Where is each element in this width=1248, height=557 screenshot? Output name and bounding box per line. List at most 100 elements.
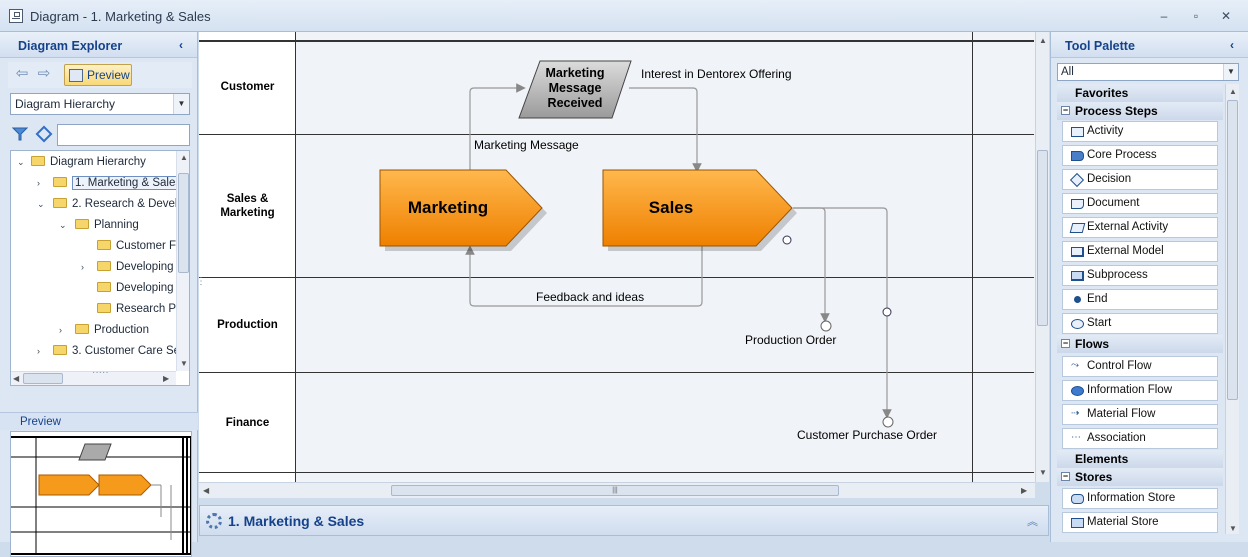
diagram-preview-thumbnail[interactable] bbox=[10, 431, 192, 557]
minimize-icon[interactable]: – bbox=[1160, 9, 1168, 23]
back-arrow-icon[interactable]: ⇦ bbox=[15, 65, 29, 82]
material-flow-icon: ⇢ bbox=[1071, 408, 1080, 419]
diagram-canvas[interactable]: Customer Sales & Marketing Production Fi… bbox=[199, 32, 1049, 482]
flow-sales-to-purchase-order[interactable] bbox=[793, 207, 892, 419]
diamond-shape-icon[interactable] bbox=[35, 125, 53, 143]
activity-icon bbox=[1071, 127, 1084, 137]
folder-icon bbox=[53, 198, 67, 208]
collapse-minus-icon: − bbox=[1061, 471, 1070, 481]
splitter-grip[interactable]: ····· bbox=[92, 367, 109, 378]
lane-divider bbox=[199, 277, 1034, 278]
palette-scrollbar[interactable]: ▲ ▼ bbox=[1225, 84, 1239, 534]
tree-node[interactable]: ⌄Diagram Hierarchy bbox=[17, 156, 146, 168]
expand-up-icon[interactable]: ︽ bbox=[1027, 516, 1038, 528]
gear-icon bbox=[206, 513, 222, 529]
canvas-vertical-scrollbar[interactable]: ▲ ▼ bbox=[1035, 32, 1049, 482]
preview-button[interactable]: Preview bbox=[64, 64, 132, 86]
sales-shape-label: Sales bbox=[648, 198, 694, 217]
palette-item-core-process[interactable]: Core Process bbox=[1062, 145, 1218, 166]
folder-icon bbox=[97, 240, 111, 250]
lane-finance-label: Finance bbox=[225, 417, 270, 429]
palette-group-elements[interactable]: Elements bbox=[1057, 450, 1223, 468]
lane-divider bbox=[199, 372, 1034, 373]
control-flow-icon: ⤳ bbox=[1071, 360, 1079, 371]
palette-item-subprocess[interactable]: Subprocess bbox=[1062, 265, 1218, 286]
palette-item-start[interactable]: Start bbox=[1062, 313, 1218, 334]
collapse-right-icon[interactable]: ‹ bbox=[1230, 38, 1234, 52]
tree-node[interactable]: ›Production bbox=[59, 324, 149, 336]
left-splitter-grip[interactable]: ⋮ bbox=[196, 276, 206, 287]
decision-icon bbox=[1069, 172, 1085, 188]
forward-arrow-icon[interactable]: ⇨ bbox=[37, 65, 51, 82]
palette-item-external-model[interactable]: External Model bbox=[1062, 241, 1218, 262]
folder-icon bbox=[75, 324, 89, 334]
explorer-toolbar: ⇦ ⇨ Preview bbox=[8, 62, 192, 88]
palette-item-association[interactable]: ⋯Association bbox=[1062, 428, 1218, 449]
flow-sales-to-production-order[interactable] bbox=[793, 207, 830, 323]
flow-marketing-to-message[interactable] bbox=[469, 83, 526, 172]
tree-vertical-scrollbar[interactable]: ▲ ▼ bbox=[176, 151, 189, 371]
palette-item-control-flow[interactable]: ⤳Control Flow bbox=[1062, 356, 1218, 377]
palette-item-document[interactable]: Document bbox=[1062, 193, 1218, 214]
purchase-order-end-node[interactable] bbox=[882, 416, 894, 428]
canvas-horizontal-scrollbar[interactable]: ◀ ||| ▶ bbox=[199, 482, 1035, 498]
diagram-explorer-title: Diagram Explorer bbox=[18, 39, 123, 53]
palette-item-information-flow[interactable]: Information Flow bbox=[1062, 380, 1218, 401]
palette-item-external-activity[interactable]: External Activity bbox=[1062, 217, 1218, 238]
palette-group-flows[interactable]: −Flows bbox=[1057, 335, 1223, 353]
tree-node[interactable]: Developing a Plan bbox=[81, 279, 189, 298]
palette-filter-select[interactable]: All ▼ bbox=[1057, 63, 1239, 81]
message-received-label: Marketing Message Received bbox=[545, 66, 605, 110]
marketing-process-shape[interactable] bbox=[379, 169, 543, 247]
palette-scroll-thumb[interactable] bbox=[1227, 100, 1238, 400]
lane-customer-label: Customer bbox=[220, 81, 275, 93]
tree-node[interactable]: ›Developing a Product bbox=[81, 261, 189, 273]
tree-node[interactable]: Research Process bbox=[81, 300, 189, 319]
hierarchy-select-value: Diagram Hierarchy bbox=[15, 97, 116, 111]
hierarchy-select[interactable]: Diagram Hierarchy ▼ bbox=[10, 93, 190, 115]
canvas-vertical-thumb[interactable] bbox=[1037, 150, 1048, 326]
palette-group-stores[interactable]: −Stores bbox=[1057, 468, 1223, 486]
palette-item-information-store[interactable]: Information Store bbox=[1062, 488, 1218, 509]
palette-item-material-flow[interactable]: ⇢Material Flow bbox=[1062, 404, 1218, 425]
production-order-end-node[interactable] bbox=[820, 320, 832, 332]
palette-item-end[interactable]: End bbox=[1062, 289, 1218, 310]
sales-process-shape[interactable] bbox=[602, 169, 793, 247]
filter-icon[interactable] bbox=[12, 127, 28, 141]
restore-icon[interactable]: ▫ bbox=[1193, 9, 1199, 23]
tree-vertical-thumb[interactable] bbox=[178, 173, 189, 273]
folder-icon bbox=[31, 156, 45, 166]
marketing-shape-label: Marketing bbox=[407, 198, 489, 217]
collapse-left-icon[interactable]: ‹ bbox=[179, 38, 183, 52]
association-icon: ⋯ bbox=[1071, 432, 1081, 443]
canvas-horizontal-thumb[interactable]: ||| bbox=[391, 485, 839, 496]
search-input[interactable] bbox=[57, 124, 190, 146]
tree-node[interactable]: ⌄Planning bbox=[59, 219, 139, 231]
collapse-minus-icon: − bbox=[1061, 338, 1070, 348]
collapse-minus-icon: − bbox=[1061, 105, 1070, 115]
diagram-title-bar: 1. Marketing & Sales ︽ bbox=[199, 505, 1049, 536]
palette-item-material-store[interactable]: Material Store bbox=[1062, 512, 1218, 533]
diagram-explorer-header: Diagram Explorer ‹ bbox=[0, 32, 197, 58]
marketing-message-received-shape[interactable] bbox=[518, 60, 632, 119]
lane-divider bbox=[199, 134, 1034, 135]
tree-horizontal-scrollbar[interactable]: ◀ ▶ bbox=[11, 371, 176, 385]
palette-item-decision[interactable]: Decision bbox=[1062, 169, 1218, 190]
production-order-label: Production Order bbox=[745, 333, 837, 347]
tool-palette-header: Tool Palette ‹ bbox=[1051, 32, 1248, 58]
information-flow-icon bbox=[1071, 386, 1084, 396]
tree-horizontal-thumb[interactable] bbox=[23, 373, 63, 384]
tree-node[interactable]: Customer Feedback bbox=[81, 237, 189, 256]
end-icon bbox=[1074, 296, 1081, 303]
folder-icon bbox=[75, 219, 89, 229]
palette-group-favorites[interactable]: Favorites bbox=[1057, 84, 1223, 102]
close-icon[interactable]: ✕ bbox=[1220, 9, 1232, 23]
palette-item-activity[interactable]: Activity bbox=[1062, 121, 1218, 142]
customer-purchase-order-label: Customer Purchase Order bbox=[797, 428, 938, 442]
tree-node[interactable]: ›3. Customer Care Service bbox=[37, 345, 189, 357]
flow-feedback-loop[interactable] bbox=[465, 245, 703, 307]
flow-message-to-sales[interactable] bbox=[629, 87, 702, 173]
tree-node[interactable]: ›1. Marketing & Sales bbox=[37, 174, 185, 193]
tree-node[interactable]: ⌄2. Research & Development bbox=[37, 198, 189, 210]
palette-group-process-steps[interactable]: −Process Steps bbox=[1057, 102, 1223, 120]
